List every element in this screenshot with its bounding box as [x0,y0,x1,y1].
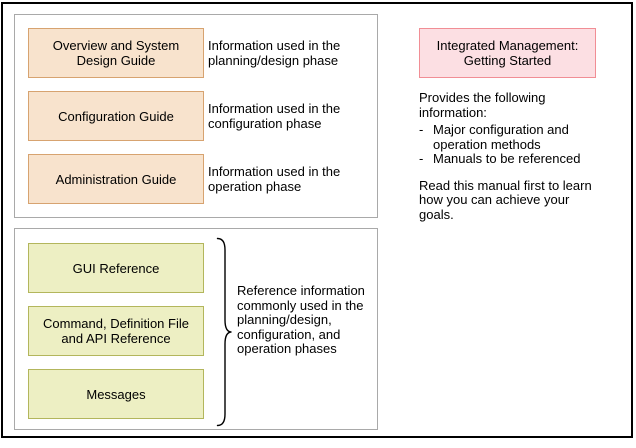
bullet-text: Major configuration and operation method… [433,122,619,152]
manual-label-line: Design Guide [76,53,156,68]
manual-box-command-definition-api-reference: Command, Definition File and API Referen… [28,306,204,356]
note-line: configuration, and [237,326,341,342]
description-configuration: Information used in the configuration ph… [208,91,372,141]
reference-group-note: Reference information commonly used in t… [237,283,377,357]
manual-label-line: Administration Guide [55,171,177,187]
closing-line: Read this manual first to learn [419,177,592,193]
description-overview-system-design: Information used in the planning/design … [208,28,372,78]
manual-label-line: Integrated Management: [436,38,579,53]
manual-box-messages: Messages [28,369,204,419]
bullet-line: Manuals to be referenced [433,151,581,166]
closing-line: how you can achieve your [419,192,570,207]
description-line: operation phase [208,179,302,194]
bullet-item: - Manuals to be referenced [419,151,619,167]
manual-label-line: Command, Definition File [43,316,189,331]
curly-brace-icon [216,237,232,427]
note-line: Reference information [237,283,365,298]
bullet-text: Manuals to be referenced [433,151,619,167]
getting-started-closing: Read this manual first to learn how you … [419,177,619,223]
bullet-dash: - [419,122,424,137]
manual-box-configuration-guide: Configuration Guide [28,91,204,141]
bullet-dash: - [419,151,424,166]
closing-line: goals. [419,206,454,222]
description-line: configuration phase [208,116,322,131]
getting-started-bullet-list: - Major configuration and operation meth… [419,122,619,167]
getting-started-intro: Provides the following information: [419,90,619,120]
manual-box-gui-reference: GUI Reference [28,243,204,293]
description-line: planning/design phase [208,53,339,68]
manual-label-line: Overview and System [52,38,180,53]
manual-box-overview-system-design-guide: Overview and System Design Guide [28,28,204,78]
bullet-item: - Major configuration and operation meth… [419,122,619,152]
note-line: operation phases [237,341,337,356]
manual-label-line: Getting Started [463,53,552,68]
manual-box-integrated-management-getting-started: Integrated Management: Getting Started [419,28,596,78]
manual-label-line: Configuration Guide [58,108,174,124]
manual-box-administration-guide: Administration Guide [28,154,204,204]
bullet-line: operation methods [433,136,541,152]
getting-started-description: Provides the following information: - Ma… [419,90,619,223]
manual-label-line: and API Reference [61,331,171,346]
bullet-line: Major configuration and [433,122,569,137]
description-line: Information used in the [208,38,341,53]
description-administration: Information used in the operation phase [208,154,372,204]
note-line: planning/design, [237,312,332,327]
description-line: Information used in the [208,164,341,179]
intro-line: Provides the following [419,90,546,105]
note-line: commonly used in the [237,297,364,313]
manual-label-line: Messages [86,386,146,402]
intro-line: information: [419,104,487,120]
description-line: Information used in the [208,101,341,116]
manual-label-line: GUI Reference [72,260,160,276]
